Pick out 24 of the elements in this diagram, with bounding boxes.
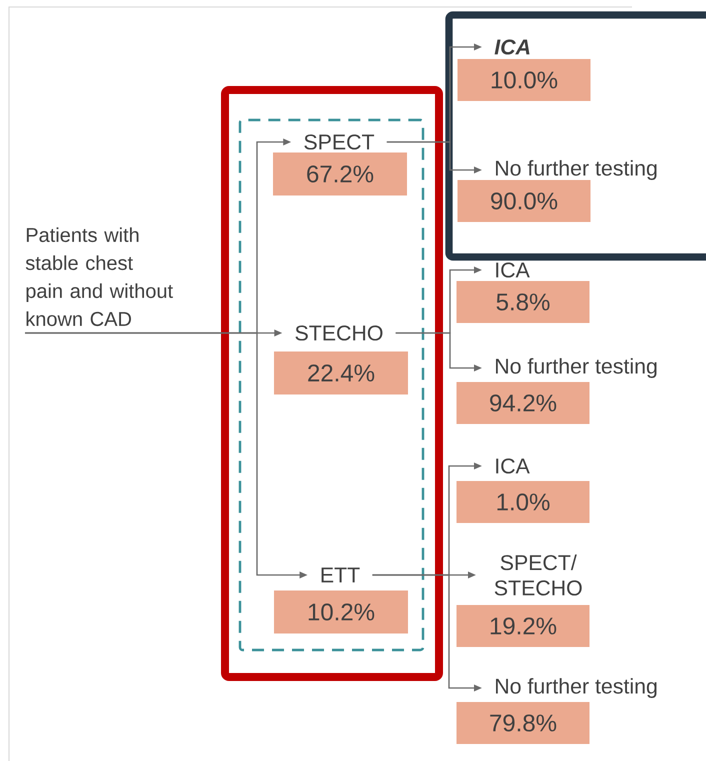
highlight-frame (221, 86, 443, 681)
percentage-box: 94.2% (456, 382, 590, 424)
percentage-box: 67.2% (273, 152, 407, 196)
percentage-box: 1.0% (456, 481, 590, 523)
percentage-box: 90.0% (458, 180, 590, 222)
outcome-label: ICA (494, 39, 530, 55)
percentage-box: 10.0% (458, 59, 590, 101)
outcome-label: No further testing (496, 678, 656, 698)
test-label: SPECT (304, 134, 374, 150)
percentage-box: 22.4% (274, 352, 408, 394)
outcome-label: No further testing (496, 160, 656, 180)
highlight-frame (445, 11, 706, 261)
outcome-label: ICA (496, 262, 530, 278)
percentage-box: 79.8% (456, 702, 590, 744)
percentage-box: 5.8% (456, 281, 590, 323)
test-label: STECHO (296, 325, 382, 341)
dashed-frame (238, 118, 424, 652)
outcome-label: No further testing (496, 358, 656, 378)
outcome-label: SPECT/ STECHO (494, 554, 582, 596)
patient-group-text: Patients with stable chest pain and without known CAD (26, 227, 173, 326)
test-label: ETT (322, 568, 360, 582)
percentage-box: 10.2% (274, 590, 408, 634)
percentage-box: 19.2% (456, 605, 590, 647)
outcome-label: ICA (496, 458, 530, 474)
